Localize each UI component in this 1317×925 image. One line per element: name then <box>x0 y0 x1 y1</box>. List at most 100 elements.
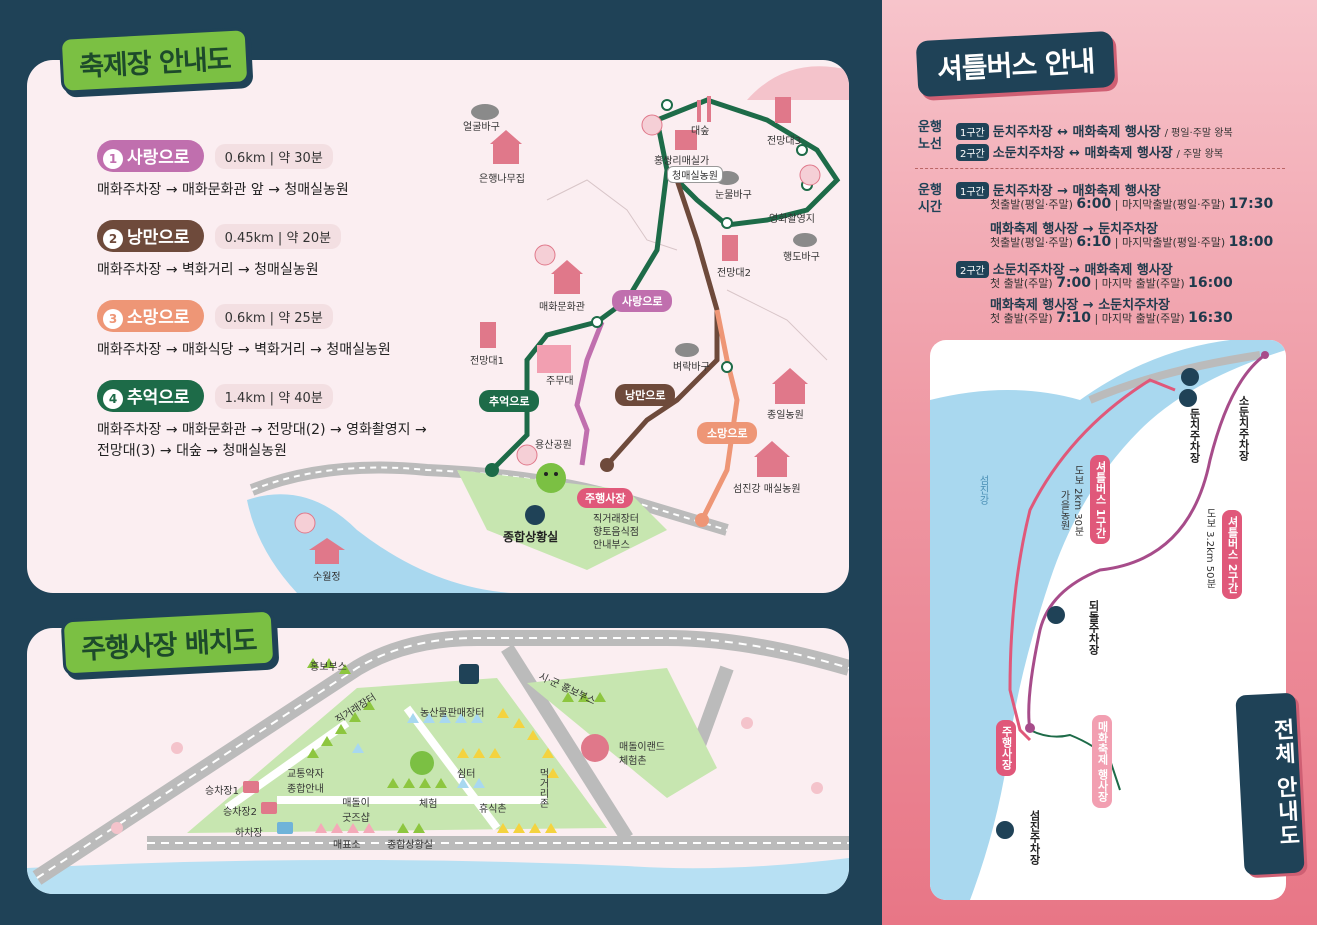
place-byeorak: 벼락바구 <box>673 362 710 373</box>
route-1-path: 매화주차장 → 매화문화관 앞 → 청매실농원 <box>97 182 349 198</box>
place-jeonmang2: 전망대2 <box>717 268 751 279</box>
route-4-distance: 1.4km | 약 40분 <box>214 383 333 409</box>
shuttle-time-tag1: 1구간 <box>956 182 989 199</box>
site-nongsan: 농산물판매장터 <box>420 708 485 719</box>
s2b-last: 16:30 <box>1188 310 1233 326</box>
route-2-name: 낭만으로 <box>127 228 190 248</box>
s1b-last: 18:00 <box>1228 234 1274 250</box>
place-eolgul: 얼굴바구 <box>463 122 500 133</box>
shuttle-route-label: 운행 노선 <box>918 120 942 152</box>
route-1-distance: 0.6km | 약 30분 <box>214 143 333 169</box>
place-jeonmang3: 전망대3 <box>767 136 801 147</box>
place-juhaeng: 주행사장 <box>577 488 634 508</box>
shuttle-s1a-times: 첫출발(평일·주말) 6:00 | 마지막출발(평일·주말) 17:30 <box>990 196 1274 212</box>
place-jongil: 종일농원 <box>767 410 804 421</box>
shuttle-time-label: 운행 시간 <box>918 183 942 215</box>
minimap-bus1: 셔틀버스 1구간 <box>1090 455 1110 545</box>
s1b-first-label: 첫출발(평일·주말) <box>990 236 1073 249</box>
site-maepyoso: 매표소 <box>333 840 361 851</box>
shuttle-route-1-note: / 평일·주말 왕복 <box>1164 128 1233 139</box>
place-hongssangri: 홍쌍리매실가 <box>654 156 710 167</box>
route-2-km: 0.45km <box>224 230 274 246</box>
s1b-last-label: 마지막출발(평일·주말) <box>1121 236 1226 249</box>
place-juhaeng-sub1: 직거래장터 <box>593 514 639 525</box>
site-hongbo: 홍보부스 <box>310 662 347 673</box>
route-1-km: 0.6km <box>224 150 266 166</box>
s1a-first: 6:00 <box>1076 196 1112 212</box>
route-2-number: 2 <box>103 229 123 249</box>
map-route-tag-4: 추억으로 <box>479 390 540 412</box>
route-4-path: 매화주차장 → 매화문화관 → 전망대(2) → 영화촬영지 → 전망대(3) →… <box>97 420 427 462</box>
site-meokgeori: 먹거리존 <box>537 768 548 808</box>
route-4-path-line2: 전망대(3) → 대숲 → 청매실농원 <box>97 443 287 459</box>
place-nunmul: 눈물바구 <box>715 190 752 201</box>
shuttle-time-tag2: 2구간 <box>956 261 989 278</box>
map-route-tag-1: 사랑으로 <box>612 290 673 312</box>
route-4-path-line1: 매화주차장 → 매화문화관 → 전망대(2) → 영화촬영지 → <box>97 422 427 438</box>
place-juhaeng-sub2: 향토음식점 <box>593 527 639 538</box>
s1a-last: 17:30 <box>1228 196 1274 212</box>
main-site-graphic <box>27 630 849 894</box>
minimap-festival: 매화축제 행사장 <box>1092 715 1112 808</box>
festival-map-graphic <box>247 66 849 593</box>
route-1-name: 사랑으로 <box>127 148 190 168</box>
minimap-seomjin-parking: 섬진주차장 <box>1028 810 1041 865</box>
map-route-tag-3: 소망으로 <box>697 422 758 444</box>
minimap-jangryongchi: 되돌주차장 <box>1087 600 1100 655</box>
site-gyotong: 교통약자 <box>287 769 324 780</box>
route-3-km: 0.6km <box>224 310 266 326</box>
route-3-time: 약 25분 <box>278 310 323 326</box>
shuttle-s2a-times: 첫 출발(주말) 7:00 | 마지막 출발(주말) 16:00 <box>990 275 1233 291</box>
minimap-dunchi: 둔치주차장 <box>1188 408 1201 463</box>
shuttle-divider <box>915 168 1285 169</box>
main-site-title: 주행사장 배치도 <box>60 608 277 677</box>
main-site-card: 홍보부스 직거래장터 농산물판매장터 시·군 홍보부스 매돌이랜드 체험촌 승차… <box>27 628 849 894</box>
route-4-name: 추억으로 <box>127 388 190 408</box>
shuttle-title: 셔틀버스 안내 <box>915 30 1116 98</box>
shuttle-s1a-text: 둔치주차장 → 매화축제 행사장 <box>992 184 1161 199</box>
minimap-seomjingang: 섬진강 <box>977 475 988 505</box>
shuttle-s2b-times: 첫 출발(주말) 7:10 | 마지막 출발(주말) 16:30 <box>990 310 1233 326</box>
site-cheheomchon: 체험촌 <box>619 756 647 767</box>
shuttle-route-1-tag: 1구간 <box>956 123 989 140</box>
place-younghwa: 영화촬영지 <box>769 214 815 225</box>
shuttle-s1b: 매화축제 행사장 → 둔치주차장 <box>990 218 1158 237</box>
route-3-name: 소망으로 <box>127 308 190 328</box>
shuttle-route-1-text: 둔치주차장 ↔ 매화축제 행사장 <box>992 125 1161 140</box>
minimap-juhaengsajang: 주행사장 <box>996 720 1016 776</box>
route-4-km: 1.4km <box>224 390 266 406</box>
shuttle-s1b-times: 첫출발(평일·주말) 6:10 | 마지막출발(평일·주말) 18:00 <box>990 234 1274 250</box>
place-jonghap: 종합상황실 <box>503 530 559 544</box>
shuttle-s2a-text: 소둔치주차장 → 매화축제 행사장 <box>992 263 1173 278</box>
place-seomjin: 섬진강 매실농원 <box>733 484 801 495</box>
site-seungchajang1: 승차장1 <box>205 786 239 797</box>
shuttle-route-2-note: / 주말 왕복 <box>1176 149 1224 160</box>
route-3-path: 매화주차장 → 매화식당 → 벽화거리 → 청매실농원 <box>97 342 391 358</box>
site-shimteo: 쉼터 <box>457 769 476 780</box>
s1b-first: 6:10 <box>1076 234 1112 250</box>
s1a-first-label: 첫출발(평일·주말) <box>990 198 1073 211</box>
s2b-last-label: 마지막 출발(주말) <box>1101 312 1185 325</box>
minimap-bus1-info: 도보 2km 30분 <box>1072 465 1083 536</box>
shuttle-route-2-text: 소둔치주차장 ↔ 매화축제 행사장 <box>992 146 1173 161</box>
route-3-distance: 0.6km | 약 25분 <box>214 303 333 329</box>
full-guide-label: 전체 안내도 <box>1235 692 1305 876</box>
site-jonghap-annae: 종합안내 <box>287 784 324 795</box>
place-juhaeng-sub3: 안내부스 <box>593 540 630 551</box>
site-seungchajang2: 승차장2 <box>223 807 257 818</box>
route-1-number: 1 <box>103 149 123 169</box>
s2a-last: 16:00 <box>1188 275 1233 291</box>
site-maedoli-goods: 매돌이 굿즈샵 <box>342 798 370 824</box>
shuttle-s1b-text: 매화축제 행사장 → 둔치주차장 <box>990 222 1158 237</box>
shuttle-s2b-text: 매화축제 행사장 → 소둔치주차장 <box>990 298 1170 313</box>
